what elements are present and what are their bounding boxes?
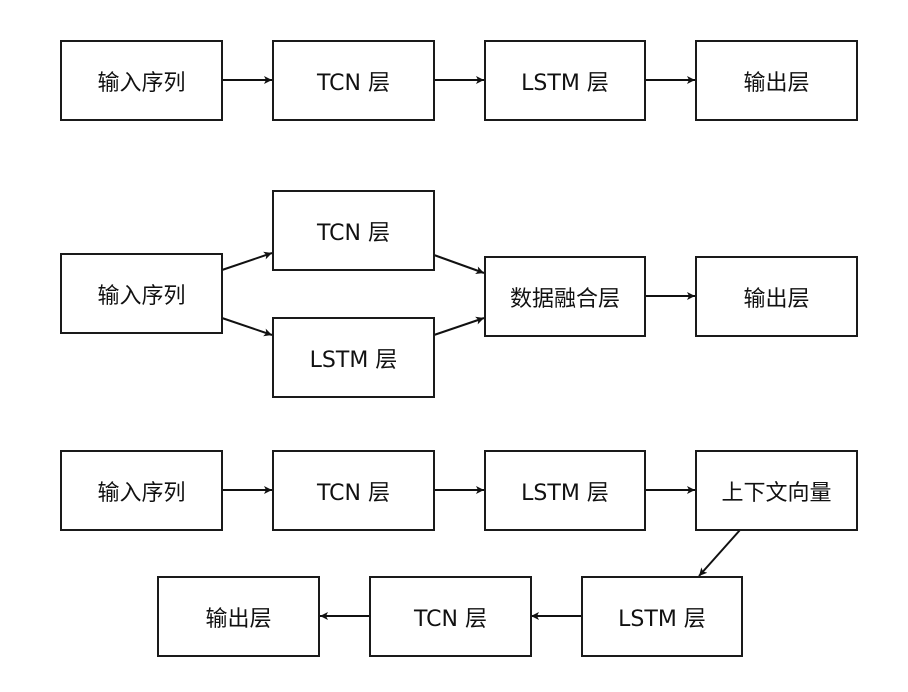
edge-d2-tcn-to-fusion (433, 254, 485, 275)
d2-lstm-box: LSTM 层 (272, 317, 435, 398)
d2-input-box: 输入序列 (60, 253, 223, 334)
d3-tcn2-box: TCN 层 (369, 576, 532, 657)
d3-tcn-box: TCN 层 (272, 450, 435, 531)
d1-tcn-box: TCN 层 (272, 40, 435, 121)
d1-lstm-box: LSTM 层 (484, 40, 646, 121)
edge-d2-input-to-lstm (221, 317, 273, 337)
edge-d2-lstm-to-fusion (433, 316, 485, 336)
edge-d3-context-to-lstm2 (698, 529, 741, 577)
d3-lstm-box: LSTM 层 (484, 450, 646, 531)
d1-output-box: 输出层 (695, 40, 858, 121)
d3-context-box: 上下文向量 (695, 450, 858, 531)
d2-fusion-box: 数据融合层 (484, 256, 646, 337)
d3-output-box: 输出层 (157, 576, 320, 657)
d2-tcn-box: TCN 层 (272, 190, 435, 271)
d1-input-box: 输入序列 (60, 40, 223, 121)
edge-d2-input-to-tcn (221, 251, 273, 271)
d3-lstm2-box: LSTM 层 (581, 576, 743, 657)
d2-output-box: 输出层 (695, 256, 858, 337)
d3-input-box: 输入序列 (60, 450, 223, 531)
